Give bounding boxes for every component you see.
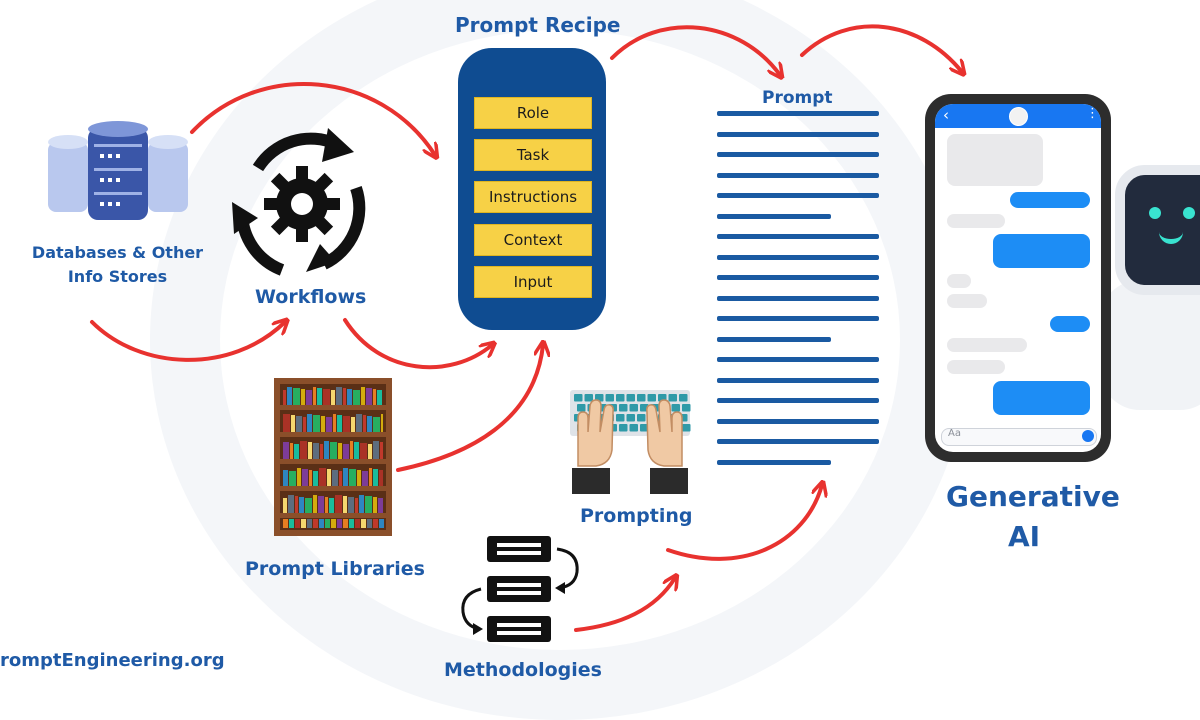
databases-label-line1: Databases & Other [31,243,204,262]
chat-header: ‹ ⋮ [935,104,1101,128]
chat-bubble-incoming [947,338,1027,352]
workflow-cycle-icon [232,128,366,276]
workflows-label: Workflows [255,286,367,308]
more-vertical-icon[interactable]: ⋮ [1086,106,1099,121]
chat-bubble-incoming [947,214,1005,228]
prompt-line [717,254,879,260]
prompt-line [717,439,879,444]
methodologies-label: Methodologies [444,659,602,681]
chat-bubble-incoming [947,360,1005,374]
prompt-line [717,459,831,465]
recipe-item-instructions: Instructions [474,181,592,213]
prompt-line [717,213,831,219]
arrow-databases-to-workflows [90,322,285,362]
chat-bubble-incoming [947,274,971,288]
prompt-label: Prompt [762,88,833,108]
chat-bubble-outgoing [1010,192,1090,208]
prompt-line [717,357,879,362]
recipe-item-task: Task [474,139,592,171]
prompt-line [717,111,879,116]
robot-head [1115,165,1200,295]
methodology-steps-icon [461,536,579,642]
chat-bubble-outgoing [993,381,1090,415]
phone-screen: ‹ ⋮ Aa [935,104,1101,452]
typing-hands-icon [570,390,691,494]
prompt-line [717,336,831,342]
arrow-methodologies-to-prompting [574,578,675,632]
arrow-libraries-to-recipe [396,345,543,472]
prompt-line [717,131,879,137]
recipe-item-role: Role [474,97,592,129]
prompt-line [717,234,879,239]
bookshelf-icon [274,378,392,536]
prompt-line [717,172,879,178]
flow-arrows [90,24,1200,632]
message-input[interactable]: Aa [941,428,1097,446]
recipe-item-context: Context [474,224,592,256]
prompt-line [717,316,879,321]
arrow-prompting-to-prompt [666,485,822,561]
send-icon[interactable] [1082,430,1094,442]
arrow-workflows-to-recipe [343,318,492,370]
arrow-recipe-to-prompt [610,25,780,75]
prompt-line [717,152,879,157]
prompting-label: Prompting [580,505,693,527]
chat-bubble-outgoing [993,234,1090,268]
prompt-recipe-title: Prompt Recipe [455,13,621,37]
generative-ai-line2: AI [1008,520,1041,553]
chat-bubble-incoming [947,134,1043,186]
avatar[interactable] [1009,107,1028,126]
robot-eye-left [1149,207,1161,219]
robot-mouth [1159,227,1183,244]
chat-bubble-outgoing [1050,316,1090,332]
composer-placeholder: Aa [948,428,961,439]
site-footer: romptEngineering.org [0,650,225,671]
arrow-prompt-to-ai [800,24,962,72]
recipe-item-input: Input [474,266,592,298]
prompt-line [717,275,879,280]
chat-bubble-incoming [947,294,987,308]
databases-label-line2: Info Stores [67,267,168,286]
robot-body [1100,280,1200,410]
prompt-line [717,295,879,301]
prompt-line [717,193,879,198]
database-icon [48,121,188,220]
prompt-libraries-label: Prompt Libraries [245,558,425,580]
prompt-line [717,418,879,424]
arrow-databases-to-recipe [190,81,435,155]
prompt-line [717,398,879,403]
robot-eye-right [1183,207,1195,219]
chevron-left-icon[interactable]: ‹ [943,106,949,124]
generative-ai-line1: Generative [946,480,1120,513]
prompt-line [717,377,879,383]
